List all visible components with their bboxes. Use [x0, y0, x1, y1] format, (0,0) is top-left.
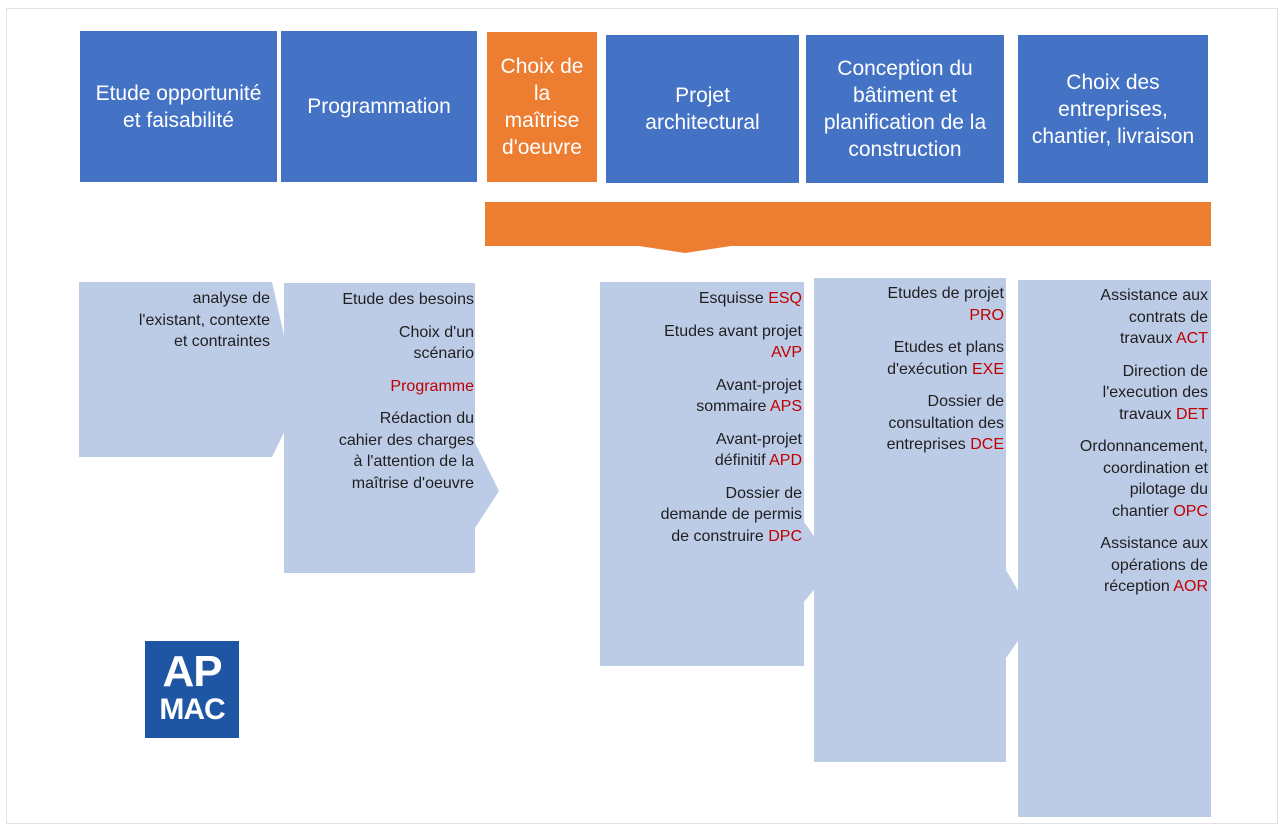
step-1-text: analyse de l'existant, contexte et contr… [84, 288, 270, 364]
phase-projet-architectural: Projet architectural [606, 35, 799, 183]
step-item: Direction de l'execution des travaux DET [1102, 362, 1208, 423]
code-label: EXE [971, 360, 1004, 378]
code-label: AOR [1173, 578, 1208, 595]
code-label: DET [1176, 405, 1208, 423]
step-item: Ordonnancement, coordination et pilotage… [1079, 438, 1208, 520]
step-item: Assistance aux opérations de réception A… [1100, 535, 1208, 595]
step-item: Etudes et plans d'exécution EXE [887, 339, 1004, 378]
diagram-frame [6, 8, 1278, 824]
step-item: Avant-projet sommaire APS [696, 376, 802, 416]
logo-line-2: MAC [159, 693, 225, 726]
step-item: Esquisse ESQ [698, 290, 802, 307]
code-label: Programme [390, 377, 474, 395]
step-5-text: Assistance aux contrats de travaux ACT D… [1022, 285, 1208, 609]
code-label: DCE [970, 436, 1004, 453]
code-label: DPC [768, 527, 802, 545]
step-item: Programme [288, 376, 474, 398]
code-label: APS [769, 398, 802, 415]
apmac-logo: AP MAC [145, 641, 239, 738]
step-item: analyse de l'existant, contexte et contr… [138, 290, 270, 350]
step-item: Choix d'un scénario [398, 323, 474, 363]
code-label: OPC [1173, 502, 1208, 520]
chevron-step-3 [600, 282, 834, 666]
chevron-step-5 [1018, 280, 1211, 817]
code-label: PRO [969, 306, 1004, 324]
chevron-step-2 [284, 283, 499, 573]
step-2-text: Etude des besoins Choix d'un scénario Pr… [288, 289, 474, 505]
code-label: AVP [771, 344, 802, 361]
chevron-step-1 [79, 282, 299, 457]
code-label: ESQ [768, 290, 802, 307]
phase-programmation: Programmation [281, 31, 477, 182]
step-item: Dossier de demande de permis de construi… [660, 484, 802, 545]
code-label: APD [769, 452, 802, 469]
logo-line-1: AP [162, 647, 222, 696]
orange-bracket-bar [485, 202, 1211, 253]
code-label: ACT [1176, 330, 1208, 347]
phase-opportunite: Etude opportunité et faisabilité [80, 31, 277, 182]
step-item: Rédaction du cahier des charges à l'atte… [338, 410, 474, 492]
chevron-step-4 [814, 278, 1034, 762]
phase-choix-entreprises: Choix des entreprises, chantier, livrais… [1018, 35, 1208, 183]
step-item: Dossier de consultation des entreprises … [886, 393, 1004, 453]
phase-conception-batiment: Conception du bâtiment et planification … [806, 35, 1004, 183]
step-item: Etude des besoins [342, 291, 474, 308]
phase-choix-maitrise-oeuvre: Choix de la maîtrise d'oeuvre [487, 32, 597, 182]
step-item: Avant-projet définitif APD [714, 430, 802, 470]
step-item: Assistance aux contrats de travaux ACT [1100, 287, 1208, 347]
